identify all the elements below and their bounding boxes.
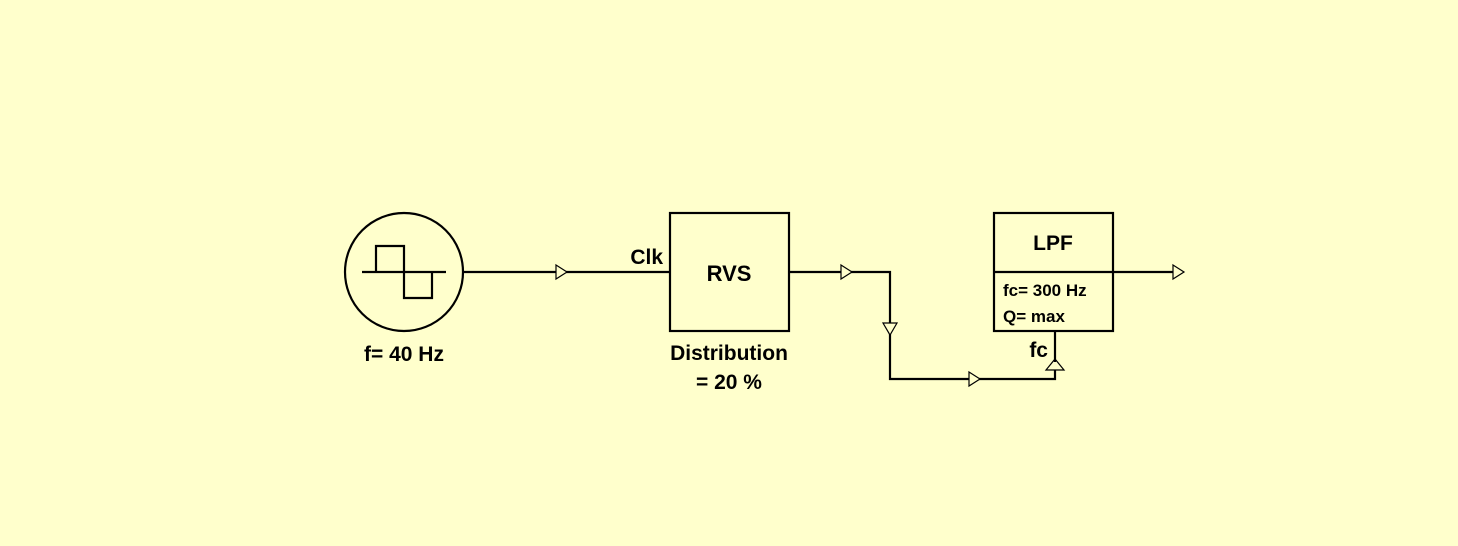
lpf-param-fc: fc= 300 Hz [1003, 281, 1087, 300]
flow-arrow-lpf-out [1172, 263, 1186, 281]
rvs-clock-input-label: Clk [630, 246, 663, 269]
oscillator[interactable] [343, 211, 465, 333]
rvs-distribution-label: Distribution [670, 342, 788, 365]
oscillator-frequency-label: f= 40 Hz [364, 343, 444, 366]
lpf-param-q: Q= max [1003, 307, 1065, 326]
rvs-distribution-value: = 20 % [696, 371, 762, 394]
flow-arrow-bottom [968, 370, 982, 388]
flow-arrow-osc-rvs [555, 263, 569, 281]
lpf-block-title: LPF [1033, 232, 1073, 255]
flow-arrow-down [881, 322, 899, 337]
square-wave-icon [362, 244, 446, 300]
flow-arrow-lpf-fc-input [1044, 358, 1066, 371]
wire-rvs-to-lpf-fc [789, 270, 1057, 381]
lpf-fc-input-label: fc [1029, 339, 1048, 362]
flow-arrow-rvs-out [840, 263, 854, 281]
rvs-block-title: RVS [707, 261, 752, 286]
